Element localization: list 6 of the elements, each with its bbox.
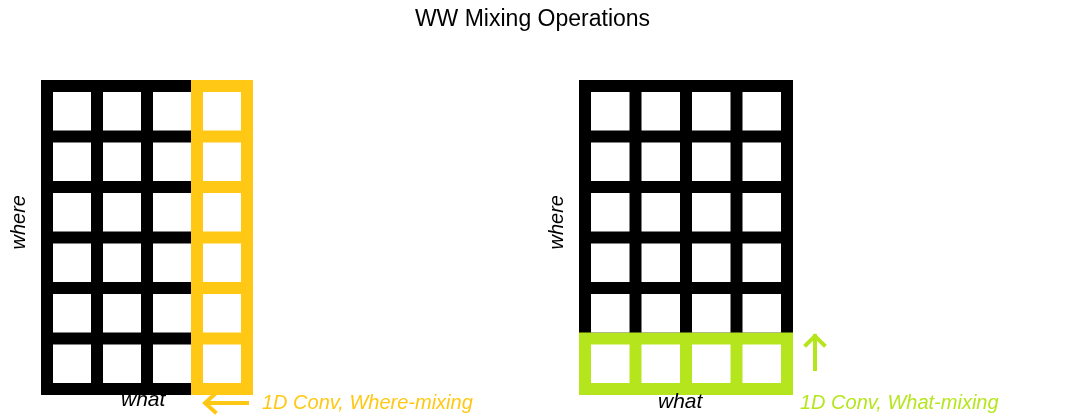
operation-label: 1D Conv, What-mixing	[800, 390, 999, 415]
axis-label: where	[8, 195, 28, 250]
operation-label: 1D Conv, Where-mixing	[262, 390, 473, 415]
axis-label: what	[658, 388, 703, 414]
diagram-title: WW Mixing Operations	[414, 4, 651, 33]
axis-label: where	[546, 195, 566, 250]
